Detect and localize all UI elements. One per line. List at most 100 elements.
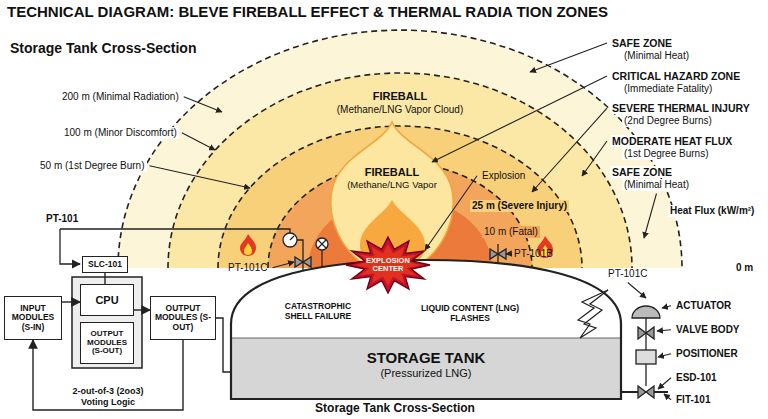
label-text: PT-101 bbox=[44, 213, 80, 225]
zone-boundary bbox=[118, 30, 682, 268]
label-text: ACTUATOR bbox=[674, 300, 733, 312]
fire-icon bbox=[240, 234, 256, 256]
label-text: FIREBALL bbox=[363, 166, 421, 179]
lng-liquid bbox=[231, 338, 621, 399]
leader-line bbox=[432, 76, 607, 162]
label-text: (Methane/LNG Vapor Cloud) bbox=[335, 104, 466, 116]
label-text: 200 m (Minimal Radiation) bbox=[60, 91, 181, 103]
shell-crack bbox=[578, 290, 608, 338]
node-text: STORAGE TANK bbox=[367, 350, 486, 367]
controller-housing bbox=[72, 277, 142, 368]
label-text: PT-101C bbox=[226, 262, 269, 274]
leader-line bbox=[644, 194, 657, 239]
node-text: INPUT MODULES (S-IN) bbox=[7, 304, 59, 332]
leader-line bbox=[582, 141, 607, 176]
diagram-title: TECHNICAL DIAGRAM: BLEVE FIREBALL EFFECT… bbox=[5, 3, 610, 20]
leader-line bbox=[658, 378, 671, 389]
leader-line bbox=[658, 354, 671, 357]
label-text: FIT-101 bbox=[674, 394, 712, 406]
zone-boundary bbox=[118, 30, 682, 268]
esd-valve-assembly bbox=[638, 327, 654, 339]
controller-box: SLC-101 bbox=[82, 256, 128, 273]
diagram-caption: Storage Tank Cross-Section bbox=[313, 402, 477, 416]
leader-line bbox=[184, 97, 222, 112]
signal-wire bbox=[297, 240, 303, 248]
esd-valve-assembly bbox=[632, 306, 660, 318]
explosion-star bbox=[355, 244, 421, 286]
leader-line bbox=[657, 330, 671, 331]
storage-tank: STORAGE TANK(Pressurized LNG) bbox=[230, 254, 622, 400]
leader-line bbox=[628, 283, 646, 299]
node-text: (Pressurized LNG) bbox=[380, 367, 471, 379]
label-text: CATASTROPHIC SHELL FAILURE bbox=[271, 302, 366, 322]
label-text: FIREBALL bbox=[371, 90, 429, 103]
controller-housing bbox=[72, 277, 142, 368]
edge-label: 2-out-of-3 (2oo3) Voting Logic bbox=[58, 386, 158, 407]
liquid-surface bbox=[231, 337, 621, 338]
label-text: (Immediate Fatality) bbox=[622, 83, 714, 95]
label-text: Heat Flux (kW/m²) bbox=[668, 205, 756, 217]
label-text: VALVE BODY bbox=[674, 324, 742, 336]
label-text: ESD-101 bbox=[674, 372, 719, 384]
io-module-box: OUTPUT MODULES (S-OUT) bbox=[150, 296, 216, 340]
label-text: CRITICAL HAZARD ZONE bbox=[610, 70, 742, 82]
node-text: OUTPUT MODULES (S-OUT) bbox=[153, 304, 213, 332]
leader-line bbox=[506, 253, 509, 254]
cpu-box: CPU bbox=[80, 284, 134, 316]
label-text: PT-101C bbox=[606, 268, 649, 280]
label-text: LIQUID CONTENT (LNG) FLASHES bbox=[413, 304, 528, 324]
radiation-zones bbox=[168, 73, 632, 268]
esd-valve-assembly bbox=[638, 386, 654, 398]
signal-wire bbox=[60, 229, 290, 233]
io-module-box: INPUT MODULES (S-IN) bbox=[4, 296, 62, 340]
pressure-gauge bbox=[283, 233, 297, 247]
leader-line bbox=[182, 133, 215, 150]
radiation-zones bbox=[118, 30, 682, 268]
label-text: (Minimal Heat) bbox=[622, 179, 691, 191]
label-text: (1st Degree Burns) bbox=[622, 148, 710, 160]
label-text: POSITIONER bbox=[674, 348, 740, 360]
label-text: (Minimal Heat) bbox=[622, 50, 691, 62]
node-text: EXPLOSION CENTER bbox=[359, 257, 417, 274]
io-module-box: OUTPUT MODULES (S-OUT) bbox=[80, 322, 134, 364]
label-text: 50 m (1st Degree Burn) bbox=[38, 160, 147, 172]
label-text: SAFE ZONE bbox=[610, 166, 674, 178]
pressure-gauge bbox=[290, 236, 294, 240]
label-text: 25 m (Severe Injury) bbox=[470, 200, 569, 212]
label-text: Explosion bbox=[480, 170, 527, 182]
label-text: 10 m (Fatal) bbox=[482, 226, 540, 238]
label-text: (Methane/LNG Vapor bbox=[345, 180, 439, 191]
signal-connector bbox=[134, 309, 150, 310]
leader-line bbox=[530, 43, 607, 72]
label-text: Storage Tank Cross-Section bbox=[8, 40, 198, 56]
explosion-center: EXPLOSION CENTER bbox=[345, 236, 431, 294]
radiation-zones bbox=[118, 30, 682, 268]
node-text: CPU bbox=[83, 294, 131, 306]
signal-connector bbox=[62, 301, 80, 302]
label-text: 100 m (Minor Discomfort) bbox=[62, 127, 179, 139]
zone-boundary bbox=[168, 73, 632, 268]
signal-wire bbox=[60, 229, 80, 264]
leader-line bbox=[662, 306, 671, 308]
tank-shell bbox=[231, 260, 621, 399]
label-text: 0 m bbox=[734, 262, 755, 274]
signal-connector bbox=[216, 318, 230, 372]
esd-valve-assembly bbox=[636, 350, 656, 364]
signal-connector bbox=[104, 273, 105, 284]
label-text: SEVERE THERMAL INJURY bbox=[610, 102, 752, 114]
leader-line bbox=[272, 262, 294, 268]
label-text: PT-101B bbox=[512, 248, 555, 260]
leader-line bbox=[532, 108, 607, 192]
relief-valve bbox=[295, 257, 311, 267]
esd-valve-assembly bbox=[622, 306, 668, 398]
leader-line bbox=[664, 394, 671, 400]
relief-valve bbox=[490, 249, 506, 259]
label-text: SAFE ZONE bbox=[610, 37, 674, 49]
tank-shell bbox=[231, 260, 621, 399]
node-text: SLC-101 bbox=[85, 260, 125, 269]
node-text: OUTPUT MODULES (S-OUT) bbox=[83, 330, 131, 356]
leader-line bbox=[150, 166, 251, 188]
explosion-star bbox=[346, 237, 430, 293]
label-text: (2nd Degree Burns) bbox=[622, 115, 714, 127]
